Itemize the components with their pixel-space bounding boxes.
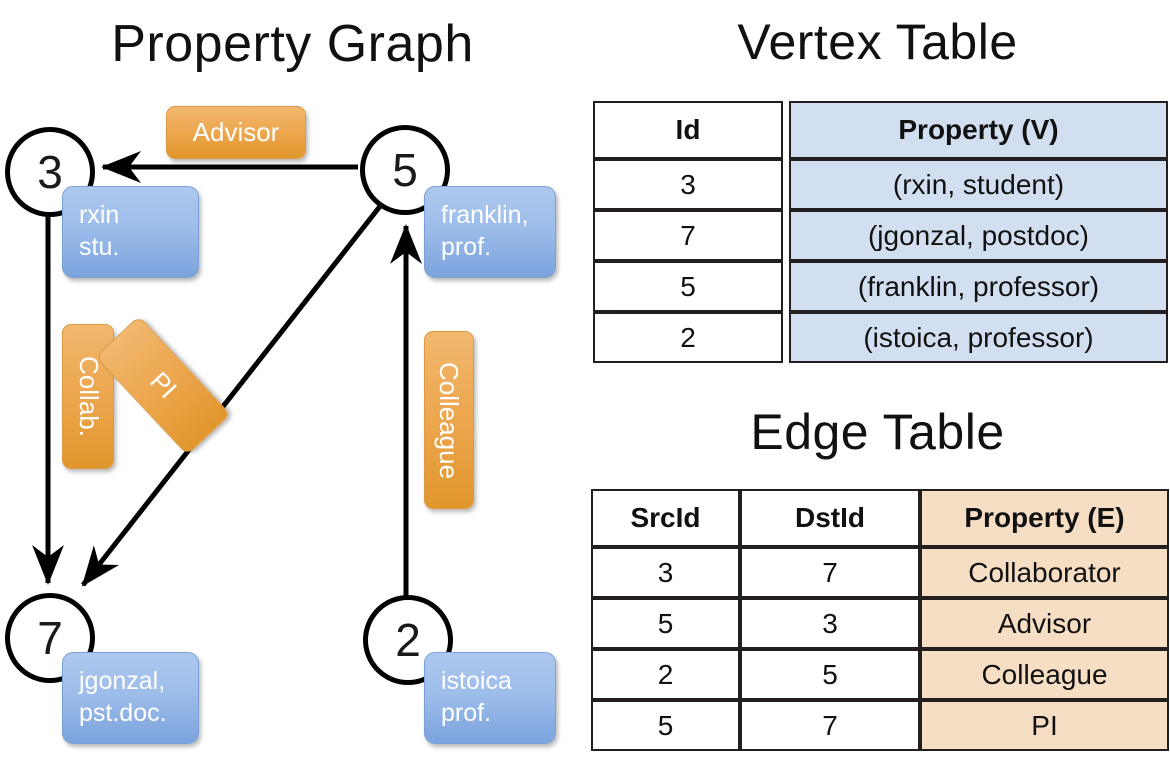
column-spacer — [783, 312, 789, 363]
edge-arrow-5-to-7 — [81, 203, 383, 587]
cell-id: 5 — [593, 261, 783, 312]
page-title-property-graph: Property Graph — [111, 15, 474, 73]
cell-id: 2 — [593, 312, 783, 363]
vertex-property-box-5: franklin, prof. — [424, 186, 556, 278]
graph-node-5[interactable]: 5 — [360, 125, 450, 215]
column-header-id: Id — [593, 101, 783, 159]
cell-id: 3 — [593, 159, 783, 210]
cell-dstid: 3 — [740, 598, 920, 649]
cell-property: (franklin, professor) — [789, 261, 1168, 312]
cell-srcid: 5 — [591, 598, 740, 649]
table-row: 3 (rxin, student) — [593, 159, 1168, 210]
edge-table: SrcId DstId Property (E) 3 7 Collaborato… — [591, 489, 1169, 751]
column-spacer — [783, 101, 789, 159]
edge-label-colleague: Colleague — [424, 331, 474, 509]
edge-label-advisor: Advisor — [166, 106, 306, 159]
vertex-property-line: stu. — [79, 233, 120, 261]
column-header-dstid: DstId — [740, 489, 920, 547]
cell-dstid: 7 — [740, 700, 920, 751]
cell-srcid: 2 — [591, 649, 740, 700]
page-title-edge-table: Edge Table — [750, 404, 1005, 460]
table-row: 5 3 Advisor — [591, 598, 1169, 649]
vertex-property-line: rxin — [79, 201, 120, 229]
edge-label-text: PI — [144, 365, 183, 405]
vertex-property-line: franklin, — [441, 201, 529, 229]
cell-dstid: 7 — [740, 547, 920, 598]
table-row: 5 7 PI — [591, 700, 1169, 751]
column-spacer — [783, 261, 789, 312]
edge-label-text: Colleague — [434, 361, 465, 479]
table-row: 2 5 Colleague — [591, 649, 1169, 700]
vertex-property-box-2: istoica prof. — [424, 652, 556, 744]
vertex-property-line: pst.doc. — [79, 699, 167, 727]
column-header-property-v: Property (V) — [789, 101, 1168, 159]
vertex-table: Id Property (V) 3 (rxin, student) 7 (jgo… — [593, 101, 1168, 363]
vertex-property-line: istoica — [441, 667, 512, 695]
cell-property: (rxin, student) — [789, 159, 1168, 210]
cell-property: Collaborator — [920, 547, 1169, 598]
table-header-row: Id Property (V) — [593, 101, 1168, 159]
edge-label-text: Advisor — [192, 117, 280, 147]
cell-srcid: 3 — [591, 547, 740, 598]
vertex-property-box-3: rxin stu. — [62, 186, 199, 278]
cell-id: 7 — [593, 210, 783, 261]
column-spacer — [783, 159, 789, 210]
table-row: 2 (istoica, professor) — [593, 312, 1168, 363]
graph-edges-layer — [32, 151, 422, 596]
column-header-property-e: Property (E) — [920, 489, 1169, 547]
table-header-row: SrcId DstId Property (E) — [591, 489, 1169, 547]
cell-property: PI — [920, 700, 1169, 751]
vertex-property-line: prof. — [441, 233, 492, 261]
vertex-property-line: prof. — [441, 699, 492, 727]
cell-property: Advisor — [920, 598, 1169, 649]
vertex-property-line: jgonzal, — [79, 667, 166, 695]
cell-dstid: 5 — [740, 649, 920, 700]
cell-property: Colleague — [920, 649, 1169, 700]
cell-property: (jgonzal, postdoc) — [789, 210, 1168, 261]
table-row: 3 7 Collaborator — [591, 547, 1169, 598]
edge-label-text: Collab. — [73, 356, 104, 437]
table-row: 7 (jgonzal, postdoc) — [593, 210, 1168, 261]
graph-node-2[interactable]: 2 — [363, 595, 453, 685]
page-title-vertex-table: Vertex Table — [737, 14, 1018, 70]
column-header-srcid: SrcId — [591, 489, 740, 547]
cell-srcid: 5 — [591, 700, 740, 751]
property-graph-diagram: 3 5 7 2 rxin stu. franklin, prof. jgonza… — [5, 106, 556, 744]
vertex-property-box-7: jgonzal, pst.doc. — [62, 652, 199, 744]
table-row: 5 (franklin, professor) — [593, 261, 1168, 312]
column-spacer — [783, 210, 789, 261]
cell-property: (istoica, professor) — [789, 312, 1168, 363]
